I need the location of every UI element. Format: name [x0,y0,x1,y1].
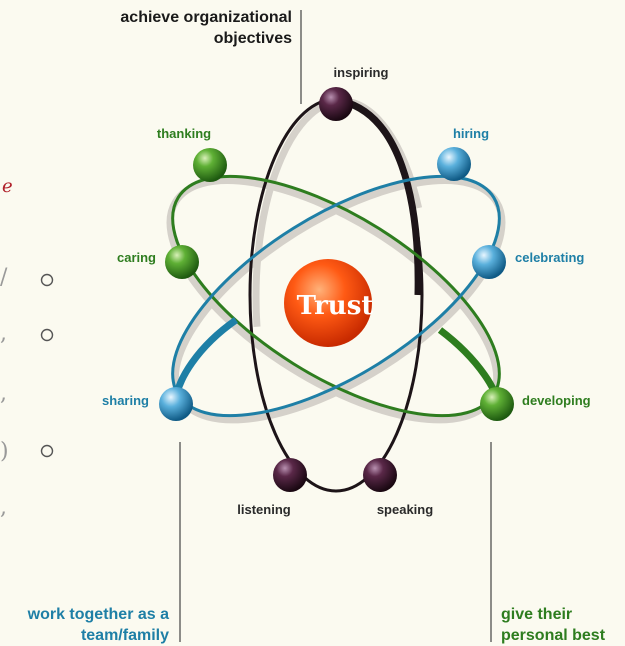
caption-bottom-right-line1: give their [501,606,572,623]
left-fragment-glyph: ) [0,439,9,464]
bullet-icon [40,328,54,342]
label-caring: caring [117,250,156,265]
caption-bottom-left-line1: work together as a [27,606,169,623]
trust-label: Trust [297,291,374,321]
trust-core [284,259,372,347]
caption-bottom-right-line2: personal best [501,627,606,644]
label-hiring: hiring [453,126,489,141]
caption-bottom-left-line2: team/family [81,627,169,644]
left-fragment-glyph: , [0,381,7,406]
node-developing [480,387,514,421]
label-developing: developing [522,393,591,408]
caption-top-line1: achieve organizational [120,9,292,26]
node-celebrating [472,245,506,279]
node-inspiring [319,87,353,121]
left-fragment-glyph: , [0,321,7,346]
node-listening [273,458,307,492]
bullet-icon [40,273,54,287]
node-speaking [363,458,397,492]
node-hiring [437,147,471,181]
left-margin-fragments: ℯ / , , ) , [0,176,54,520]
node-caring [165,245,199,279]
dark-orbit-thick-arc [335,96,422,296]
left-fragment-glyph: / [0,265,8,290]
label-inspiring: inspiring [334,65,389,80]
label-listening: listening [237,502,291,517]
node-sharing [159,387,193,421]
label-celebrating: celebrating [515,250,584,265]
label-thanking: thanking [157,126,211,141]
label-sharing: sharing [102,393,149,408]
node-thanking [193,148,227,182]
caption-top-line2: objectives [214,30,292,47]
left-fragment-glyph: , [0,495,7,520]
bullet-icon [40,444,54,458]
label-speaking: speaking [377,502,433,517]
left-fragment-glyph: ℯ [2,176,13,197]
